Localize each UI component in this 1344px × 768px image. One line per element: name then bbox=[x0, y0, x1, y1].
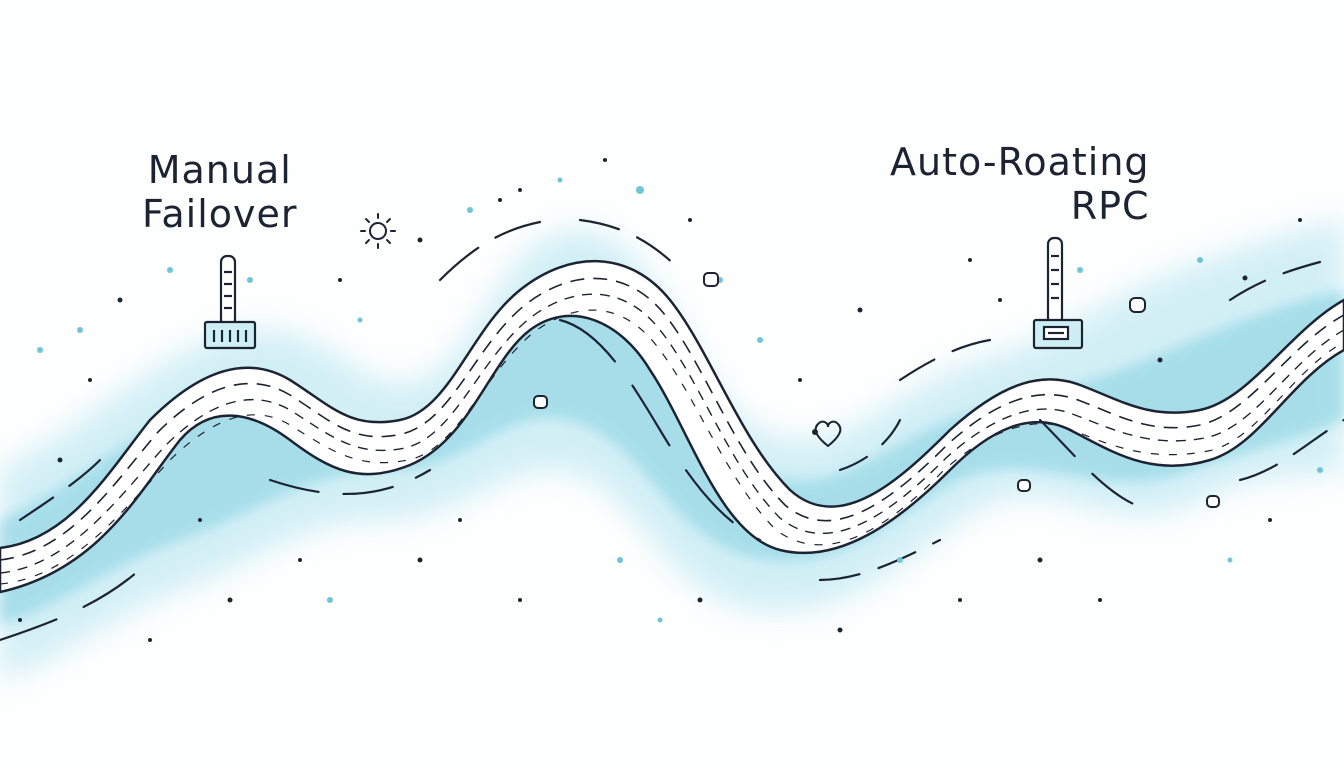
label-left-line1: Manual bbox=[147, 148, 292, 192]
water-wash bbox=[0, 220, 1344, 680]
pebbles bbox=[533, 272, 1220, 508]
scatter-dots bbox=[18, 158, 1302, 642]
label-left-line2: Failover bbox=[142, 192, 298, 236]
auto-roating-rpc-label: Auto-Roating RPC bbox=[890, 140, 1150, 228]
label-right-line2: RPC bbox=[1070, 184, 1150, 228]
manual-failover-label: Manual Failover bbox=[142, 148, 298, 236]
river-banks bbox=[0, 218, 1344, 642]
scatter-dots-light bbox=[37, 177, 1323, 623]
road bbox=[0, 260, 1344, 594]
sun-icon bbox=[360, 213, 396, 249]
label-right-line1: Auto-Roating bbox=[890, 140, 1150, 184]
antenna-tower-icon-left bbox=[203, 254, 257, 350]
antenna-tower-icon-right bbox=[1032, 236, 1084, 350]
heart-icon bbox=[812, 420, 842, 448]
